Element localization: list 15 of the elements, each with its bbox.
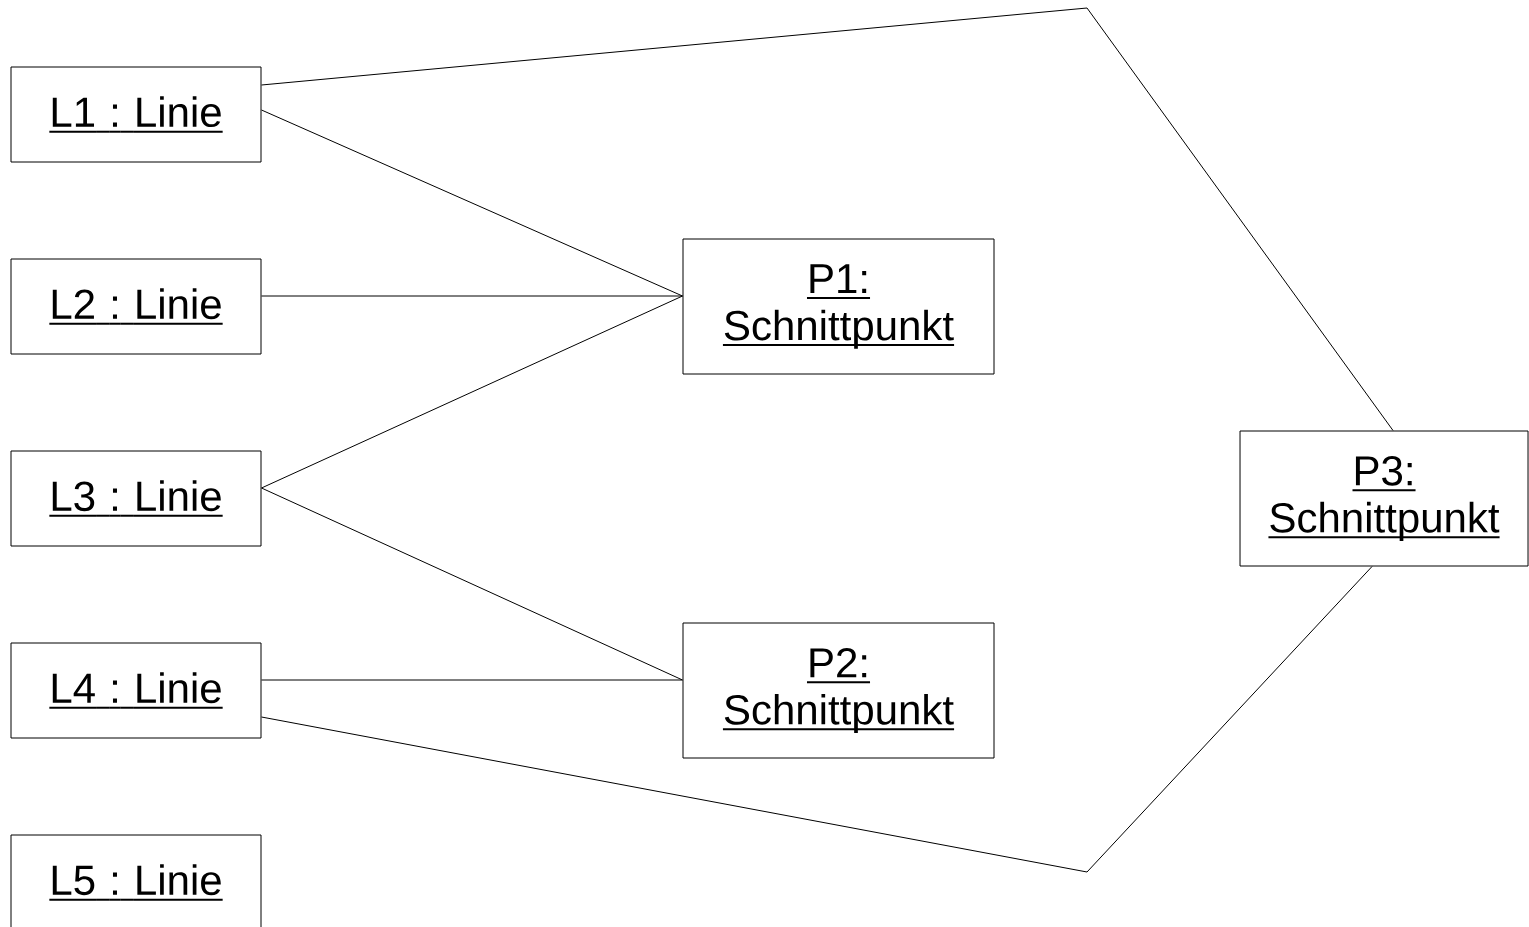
connector-line	[261, 295, 683, 489]
connector-line	[261, 566, 1373, 873]
object-box: L2 : Linie	[10, 258, 262, 355]
connector-line	[261, 679, 683, 681]
object-box: P2: Schnittpunkt	[682, 622, 995, 759]
object-box: L4 : Linie	[10, 642, 262, 739]
connector-line	[261, 295, 683, 297]
connector-line	[261, 7, 1394, 431]
object-box: L1 : Linie	[10, 66, 262, 163]
object-box: L3 : Linie	[10, 450, 262, 547]
object-box: P3: Schnittpunkt	[1239, 430, 1529, 567]
object-box: P1: Schnittpunkt	[682, 238, 995, 375]
connector-line	[261, 487, 683, 681]
connector-line	[261, 109, 683, 297]
object-box: L5 : Linie	[10, 834, 262, 927]
